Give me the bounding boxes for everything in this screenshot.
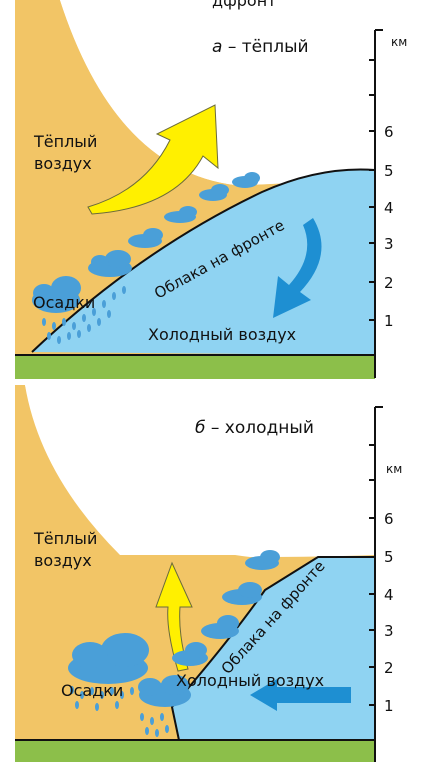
cold-front-panel: км 6 5 4 3 2 1 б – холодный Тёплый возду… [0, 385, 421, 762]
warm-air-label-line1: Тёплый [33, 132, 97, 151]
scale-label-5: 5 [384, 162, 394, 180]
scale-label-1: 1 [384, 312, 394, 330]
cold-air-label: Холодный воздух [148, 325, 296, 344]
height-scale [369, 406, 383, 762]
scale-unit: км [391, 35, 407, 49]
panel-title-rest: – тёплый [228, 37, 309, 57]
warm-front-diagram: км 6 5 4 3 2 1 а – тёплый Тёплый воздух … [15, 0, 407, 379]
sky-region [25, 385, 375, 557]
cloud [201, 615, 239, 639]
rain-drops [70, 686, 169, 737]
warm-air-label-line2: воздух [34, 551, 92, 570]
panel-title-letter: б [195, 418, 205, 438]
cloud [222, 582, 262, 605]
scale-label-5: 5 [384, 548, 394, 566]
warm-air-rising-arrow [155, 561, 193, 672]
cold-air-descending-arrow [273, 218, 322, 318]
scale-label-6: 6 [384, 123, 394, 141]
cloud [128, 228, 163, 248]
scale-label-2: 2 [384, 274, 394, 292]
cold-air-advancing-arrow [250, 679, 351, 711]
rain-cloud [32, 276, 81, 313]
precipitation-label: Осадки [33, 293, 95, 312]
height-scale [369, 29, 383, 378]
rain-drops [42, 286, 126, 344]
cloud [88, 250, 132, 277]
cloud [232, 172, 260, 188]
scale-label-2: 2 [384, 659, 394, 677]
scale-unit: км [386, 462, 402, 476]
front-boundary-line [31, 168, 376, 353]
rain-cloud [68, 633, 149, 684]
cold-front-diagram: км 6 5 4 3 2 1 б – холодный Тёплый возду… [15, 385, 402, 762]
scale-label-4: 4 [384, 199, 394, 217]
panel-title-rest: – холодный [211, 418, 314, 438]
scale-label-1: 1 [384, 697, 394, 715]
sky-region [60, 0, 375, 185]
warm-front-panel: км 6 5 4 3 2 1 а – тёплый Тёплый воздух … [15, 0, 407, 379]
cloud [164, 206, 197, 223]
top-cut-title: дфронт [212, 0, 277, 10]
warm-air-label-line1: Тёплый [33, 529, 97, 548]
rain-cloud [138, 675, 191, 707]
ground [15, 740, 375, 762]
panel-title: б – холодный [195, 418, 314, 438]
ground [15, 355, 375, 379]
scale-label-4: 4 [384, 586, 394, 604]
panel-title-letter: а [212, 37, 222, 57]
cloud [172, 642, 208, 666]
front-clouds [68, 550, 280, 707]
scale-label-3: 3 [384, 622, 394, 640]
precipitation-label: Осадки [61, 681, 123, 700]
scale-label-6: 6 [384, 510, 394, 528]
warm-air-label-line2: воздух [34, 154, 92, 173]
panel-title: а – тёплый [212, 37, 309, 57]
front-clouds [32, 172, 260, 313]
cold-air-label: Холодный воздух [176, 671, 324, 690]
cloud [199, 184, 229, 201]
scale-label-3: 3 [384, 235, 394, 253]
warm-air-rising-arrow [87, 104, 219, 215]
cloud [245, 550, 280, 570]
